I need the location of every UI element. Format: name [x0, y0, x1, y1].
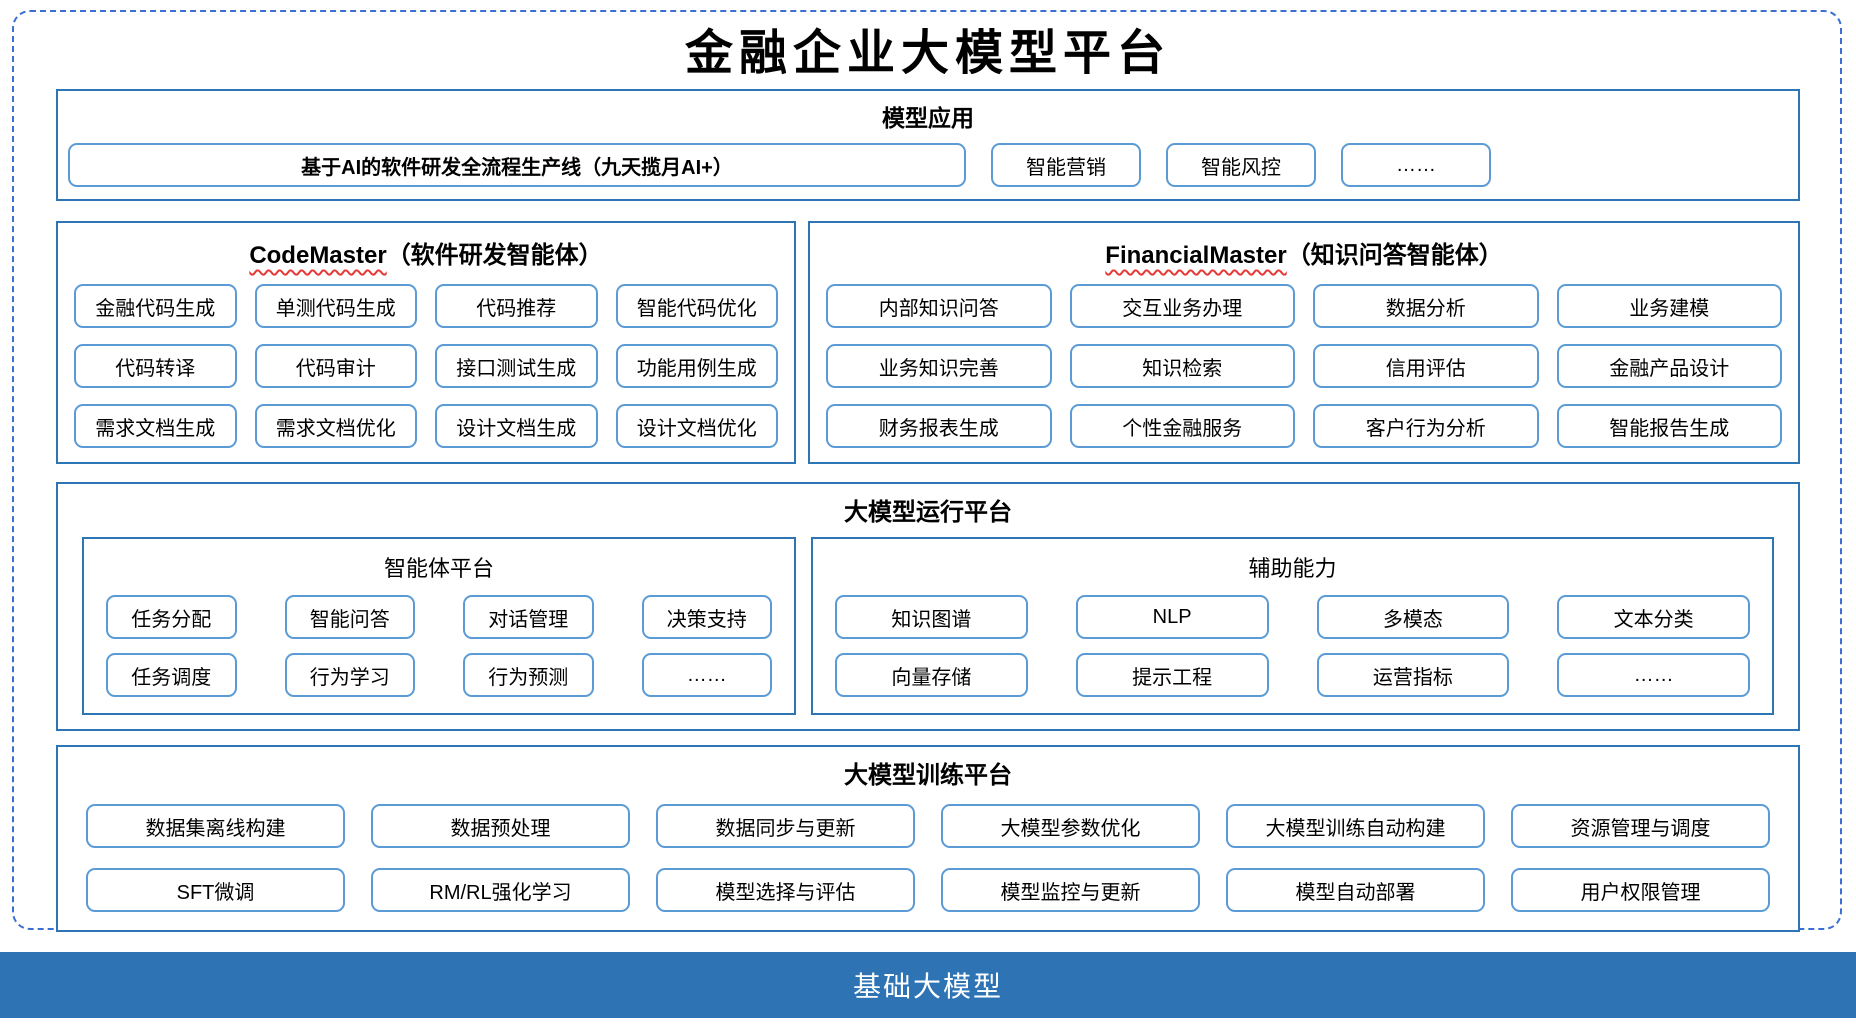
capability-item: 个性金融服务 — [1069, 404, 1295, 449]
foundation-model-bar: 基础大模型 — [0, 952, 1856, 1018]
capability-item: 数据集离线构建 — [86, 804, 345, 849]
capability-item: 交互业务办理 — [1069, 284, 1295, 329]
model-applications-items: 智能营销智能风控 …… — [991, 143, 1491, 188]
capability-item: …… — [1557, 653, 1750, 698]
capability-item: 用户权限管理 — [1511, 868, 1770, 913]
capability-item: 任务调度 — [106, 653, 237, 698]
capability-item: 决策支持 — [641, 595, 772, 640]
capability-item: SFT微调 — [86, 868, 345, 913]
capability-item: 内部知识问答 — [826, 284, 1052, 329]
capability-item: 数据预处理 — [371, 804, 630, 849]
capability-item: 向量存储 — [835, 653, 1028, 698]
capability-item: 接口测试生成 — [435, 344, 598, 389]
capability-item: 金融代码生成 — [74, 284, 237, 329]
runtime-row: 智能体平台 任务分配 智能问答 对话管理 决策支持任务调度 行为学习 行为预测 …… 辅助能… — [58, 527, 1798, 716]
financialmaster-title: FinancialMaster（知识问答智能体） — [826, 231, 1782, 284]
runtime-platform-header: 大模型运行平台 — [844, 499, 1012, 527]
capability-item: 设计文档优化 — [615, 404, 778, 449]
capability-item: 行为学习 — [284, 653, 415, 698]
capability-item: 行为预测 — [463, 653, 594, 698]
section-model-applications: 模型应用 基于AI的软件研发全流程生产线（九天揽月AI+） 智能营销智能风控 …… — [56, 89, 1800, 202]
page-title: 金融企业大模型平台 — [684, 25, 1171, 81]
codemaster-title: CodeMaster（软件研发智能体） — [74, 231, 778, 284]
codemaster-title-en: CodeMaster — [249, 242, 387, 270]
capability-item: …… — [641, 653, 772, 698]
capability-item: 大模型训练自动构建 — [1226, 804, 1485, 849]
ai-pipeline-item: 基于AI的软件研发全流程生产线（九天揽月AI+） — [68, 143, 966, 188]
financialmaster-title-en: FinancialMaster — [1105, 242, 1287, 270]
aux-capabilities-header: 辅助能力 — [1248, 556, 1337, 582]
capability-item: 信用评估 — [1313, 344, 1539, 389]
capability-item: 数据分析 — [1313, 284, 1539, 329]
capability-item: 智能问答 — [284, 595, 415, 640]
financialmaster-box: FinancialMaster（知识问答智能体） 内部知识问答交互业务办理数据分… — [808, 221, 1800, 465]
agent-platform-items-grid: 任务分配 智能问答 对话管理 决策支持任务调度 行为学习 行为预测 …… — [106, 595, 772, 698]
agent-platform-header: 智能体平台 — [383, 556, 494, 582]
capability-item: 代码转译 — [74, 344, 237, 389]
codemaster-box: CodeMaster（软件研发智能体） 金融代码生成单测代码生成代码推荐智能代码… — [56, 221, 796, 465]
capability-item: 数据同步与更新 — [656, 804, 915, 849]
capability-item: 模型自动部署 — [1226, 868, 1485, 913]
capability-item: 需求文档优化 — [254, 404, 417, 449]
application-item: 智能风控 — [1166, 143, 1316, 188]
training-platform-header: 大模型训练平台 — [844, 762, 1012, 790]
training-items-grid: 数据集离线构建数据预处理数据同步与更新大模型参数优化大模型训练自动构建资源管理与… — [58, 790, 1798, 913]
aux-capabilities-items-grid: 知识图谱 NLP 多模态 文本分类向量存储 提示工程 运营指标 …… — [835, 595, 1750, 698]
financialmaster-items-grid: 内部知识问答交互业务办理数据分析业务建模业务知识完善知识检索信用评估金融产品设计… — [826, 284, 1782, 449]
capability-item: 模型选择与评估 — [656, 868, 915, 913]
financialmaster-title-zh: （知识问答智能体） — [1286, 242, 1503, 270]
capability-item: 大模型参数优化 — [941, 804, 1200, 849]
capability-item: 业务建模 — [1556, 284, 1782, 329]
capability-item: 文本分类 — [1557, 595, 1750, 640]
capability-item: RM/RL强化学习 — [371, 868, 630, 913]
model-applications-header: 模型应用 — [882, 105, 974, 132]
aux-capabilities-box: 辅助能力 知识图谱 NLP 多模态 文本分类向量存储 提示工程 运营指标 …… — [811, 537, 1774, 716]
capability-item: 客户行为分析 — [1313, 404, 1539, 449]
capability-item: 资源管理与调度 — [1511, 804, 1770, 849]
capability-item: 金融产品设计 — [1556, 344, 1782, 389]
capability-item: NLP — [1075, 595, 1269, 640]
capability-item: 智能代码优化 — [615, 284, 778, 329]
capability-item: 单测代码生成 — [254, 284, 417, 329]
capability-item: 多模态 — [1316, 595, 1510, 640]
capability-item: 模型监控与更新 — [941, 868, 1200, 913]
section-runtime-platform: 大模型运行平台 智能体平台 任务分配 智能问答 对话管理 决策支持任务调度 行为学习 行为… — [56, 482, 1800, 732]
codemaster-title-zh: （软件研发智能体） — [386, 242, 603, 270]
capability-item: 提示工程 — [1075, 653, 1269, 698]
capability-item: 财务报表生成 — [826, 404, 1052, 449]
application-item: 智能营销 — [991, 143, 1141, 188]
capability-item: 对话管理 — [463, 595, 594, 640]
diagram-content: 金融企业大模型平台 模型应用 基于AI的软件研发全流程生产线（九天揽月AI+） … — [56, 25, 1800, 933]
capability-item: 业务知识完善 — [826, 344, 1052, 389]
capability-item: 任务分配 — [106, 595, 237, 640]
agent-platform-box: 智能体平台 任务分配 智能问答 对话管理 决策支持任务调度 行为学习 行为预测 …… — [82, 537, 796, 716]
application-item: …… — [1341, 143, 1491, 188]
capability-item: 功能用例生成 — [615, 344, 778, 389]
capability-item: 设计文档生成 — [435, 404, 598, 449]
agent-masters-row: CodeMaster（软件研发智能体） 金融代码生成单测代码生成代码推荐智能代码… — [56, 221, 1800, 465]
codemaster-items-grid: 金融代码生成单测代码生成代码推荐智能代码优化代码转译代码审计接口测试生成功能用例… — [74, 284, 778, 449]
capability-item: 代码推荐 — [435, 284, 598, 329]
model-applications-row: 基于AI的软件研发全流程生产线（九天揽月AI+） 智能营销智能风控 …… — [68, 143, 1788, 188]
capability-item: 运营指标 — [1316, 653, 1510, 698]
capability-item: 知识检索 — [1069, 344, 1295, 389]
foundation-model-label: 基础大模型 — [852, 971, 1003, 1002]
capability-item: 需求文档生成 — [74, 404, 237, 449]
section-training-platform: 大模型训练平台 数据集离线构建数据预处理数据同步与更新大模型参数优化大模型训练自… — [56, 745, 1800, 933]
capability-item: 知识图谱 — [835, 595, 1028, 640]
capability-item: 智能报告生成 — [1556, 404, 1782, 449]
capability-item: 代码审计 — [254, 344, 417, 389]
